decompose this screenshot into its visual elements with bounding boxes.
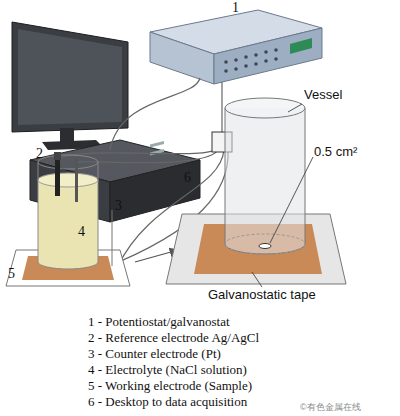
large-cell <box>166 98 346 284</box>
legend-line: 5 - Working electrode (Sample) <box>88 379 252 394</box>
callout-number: 2 <box>36 146 43 162</box>
watermark: ©有色金属在线 <box>300 402 361 412</box>
callout-number: 5 <box>8 266 15 282</box>
potentiostat <box>150 10 322 84</box>
callout-number: 3 <box>115 198 122 214</box>
part-label: Galvanostatic tape <box>208 288 316 303</box>
part-label: Vessel <box>304 88 342 103</box>
legend-line: 3 - Counter electrode (Pt) <box>88 347 221 362</box>
small-cell <box>6 152 130 286</box>
monitor <box>12 22 128 150</box>
callout-number: 4 <box>78 224 85 240</box>
part-label: 0.5 cm² <box>314 145 357 160</box>
legend-line: 6 - Desktop to data acquisition <box>88 395 247 410</box>
legend-line: 2 - Reference electrode Ag/AgCl <box>88 331 259 346</box>
legend-line: 4 - Electrolyte (NaCl solution) <box>88 363 247 378</box>
callout-number: 1 <box>232 0 239 16</box>
callout-number: 6 <box>184 170 191 186</box>
leader-lines <box>252 104 313 287</box>
legend-line: 1 - Potentiostat/galvanostat <box>88 315 230 330</box>
